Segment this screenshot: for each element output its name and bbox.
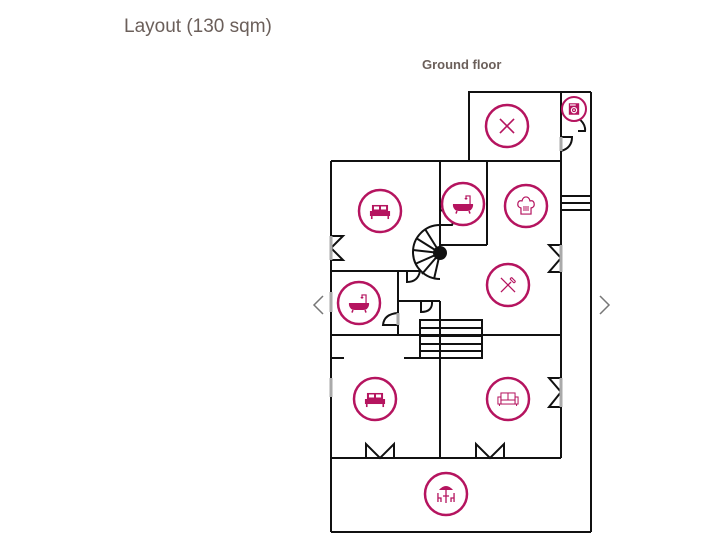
room-bedroom-2 — [352, 376, 398, 422]
room-terrace — [423, 471, 469, 517]
floor-label: Ground floor — [422, 57, 502, 72]
chevron-left-icon — [312, 295, 324, 315]
straight-stairs — [419, 319, 483, 359]
chevron-right-icon — [599, 295, 611, 315]
room-living-room — [485, 376, 531, 422]
room-laundry — [561, 96, 587, 122]
room-storage — [484, 103, 530, 149]
spiral-stairs — [412, 224, 447, 280]
washing-machine-icon — [568, 103, 580, 115]
room-bathroom-2 — [336, 280, 382, 326]
room-bathroom-1 — [440, 181, 486, 227]
next-floor-button[interactable] — [594, 290, 614, 320]
room-bedroom-1 — [357, 188, 403, 234]
page-title: Layout (130 sqm) — [124, 16, 272, 37]
sofa-icon — [497, 392, 519, 407]
room-kitchen — [503, 183, 549, 229]
door-jambs — [329, 137, 563, 407]
room-dining — [485, 262, 531, 308]
prev-floor-button[interactable] — [309, 290, 329, 320]
